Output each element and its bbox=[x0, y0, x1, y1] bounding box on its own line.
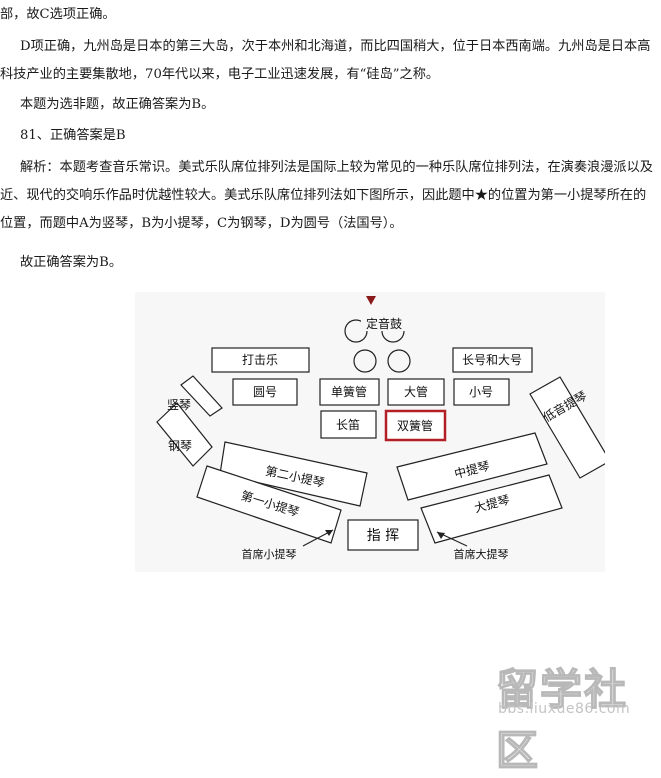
conductor-label: 指 挥 bbox=[367, 528, 399, 544]
watermark-logo-text: 留学社区 bbox=[495, 664, 629, 775]
trombone-box bbox=[453, 378, 510, 406]
trombone-label: 小号 bbox=[469, 385, 493, 399]
timpani-label-bg bbox=[361, 317, 407, 331]
clarinet-label: 双簧管 bbox=[397, 418, 433, 433]
piano-label: 钢琴 bbox=[168, 439, 192, 453]
paragraph-2: D项正确，九州岛是日本的第三大岛，次于本州和北海道，而比四国稍大，位于日本西南端… bbox=[0, 39, 651, 82]
harp-box bbox=[180, 375, 223, 417]
clarinet-highlight-box bbox=[384, 409, 447, 442]
percussion-box bbox=[211, 347, 310, 373]
trumpet-tuba-box bbox=[452, 347, 533, 373]
trumpet-label: 大管 bbox=[404, 384, 428, 399]
oboe-box bbox=[319, 378, 380, 406]
principal-cello-arrowhead-icon bbox=[437, 532, 445, 539]
second-violin-box bbox=[219, 441, 368, 507]
flute-box bbox=[320, 410, 377, 439]
paragraph-3: 本题为选非题，故正确答案为B。 bbox=[20, 97, 215, 112]
trumpet-box bbox=[387, 378, 445, 406]
site-watermark: 留学社区 bbs.liuxue86.com bbox=[492, 656, 652, 775]
cello-box bbox=[420, 474, 563, 544]
timpani-label: 定音鼓 bbox=[366, 316, 402, 331]
harp-label: 竖琴 bbox=[167, 398, 191, 412]
concertmaster-arrowhead-icon bbox=[325, 530, 333, 536]
stage-marker-icon bbox=[366, 296, 376, 305]
flute-label: 长笛 bbox=[336, 417, 360, 432]
paragraph-6: 故正确答案为B。 bbox=[20, 255, 123, 270]
percussion-label: 打击乐 bbox=[242, 353, 278, 367]
paragraph-4: 81、正确答案是B bbox=[20, 128, 126, 143]
principal-cello-label: 首席大提琴 bbox=[454, 547, 509, 561]
viola-box bbox=[396, 432, 548, 501]
first-violin-box bbox=[196, 465, 342, 544]
seating-chart-svg: 定音鼓 打击乐 圆号 单簧管 大管 长号和大号 小号 长笛 双簧管 bbox=[156, 296, 605, 561]
piano-box bbox=[156, 402, 213, 467]
double-bass-box bbox=[529, 376, 605, 479]
conductor-box bbox=[347, 519, 419, 551]
trumpet-tuba-label: 长号和大号 bbox=[462, 353, 522, 367]
watermark-url: bbs.liuxue86.com bbox=[498, 701, 631, 717]
concertmaster-label: 首席小提琴 bbox=[242, 547, 297, 561]
orchestra-seating-diagram: 定音鼓 打击乐 圆号 单簧管 大管 长号和大号 小号 长笛 双簧管 bbox=[135, 292, 605, 572]
horn-label: 圆号 bbox=[253, 385, 277, 399]
oboe-label: 单簧管 bbox=[331, 384, 367, 399]
paragraph-5: 解析：本题考查音乐常识。美式乐队席位排列法是国际上较为常见的一种乐队席位排列法，… bbox=[0, 160, 653, 231]
horn-box bbox=[232, 378, 298, 406]
paragraph-1: 部，故C选项正确。 bbox=[0, 7, 116, 22]
